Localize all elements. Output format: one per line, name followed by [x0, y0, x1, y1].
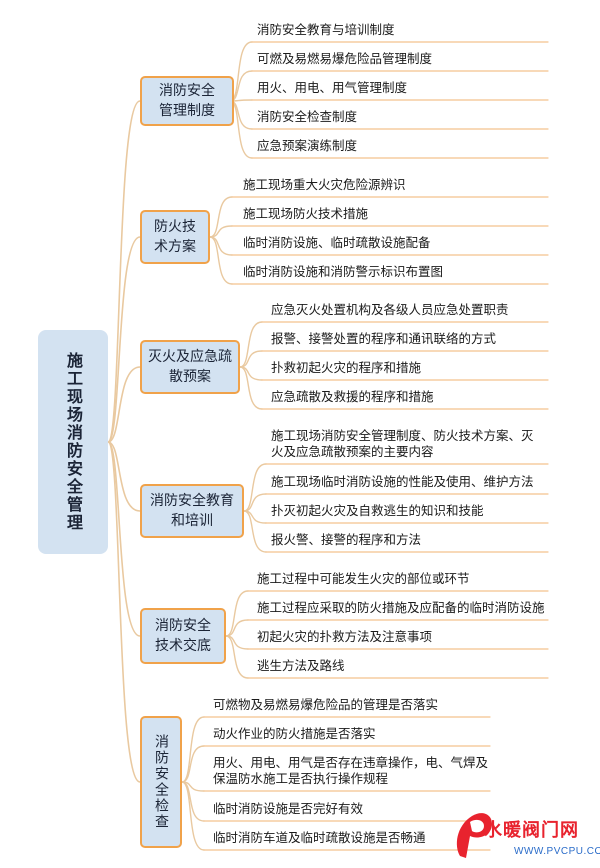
branch-connector: [209, 196, 233, 238]
leaf-item: 逃生方法及路线: [257, 658, 345, 673]
branch-connector: [225, 635, 249, 679]
leaf-item: 施工现场防火技术措施: [243, 206, 369, 221]
leaf-item: 施工过程应采取的防火措施及应配备的临时消防设施: [257, 600, 545, 615]
leaf-item: 可燃物及易燃易爆危险品的管理是否落实: [213, 697, 439, 712]
leaf-item: 动火作业的防火措施是否落实: [213, 726, 376, 741]
leaf-item: 初起火灾的扑救方法及注意事项: [257, 629, 433, 644]
leaf-item: 临时消防设施是否完好有效: [213, 801, 364, 816]
leaf-item: 报火警、接警的程序和方法: [271, 532, 422, 547]
leaf-item: 报警、接警处置的程序和通讯联络的方式: [271, 331, 497, 346]
root-connector: [107, 100, 141, 443]
leaf-item: 施工现场临时消防设施的性能及使用、维护方法: [271, 474, 534, 489]
root-connector: [107, 236, 141, 443]
leaf-item: 临时消防设施和消防警示标识布置图: [243, 264, 444, 279]
root-connector: [107, 366, 141, 443]
watermark: 水暖阀门网 WWW.PVCPU.COM: [452, 806, 600, 866]
leaf-item: 应急疏散及救援的程序和措施: [271, 389, 434, 404]
category-technical-briefing: 消防安全技术交底: [140, 608, 226, 664]
root-connector: [107, 441, 141, 512]
leaf-item: 施工现场重大火灾危险源辨识: [243, 177, 406, 192]
leaf-item: 扑救初起火灾的程序和措施: [271, 360, 422, 375]
branch-connector: [225, 590, 249, 637]
category-label: 防火技术方案: [154, 219, 196, 255]
category-label: 灭火及应急疏散预案: [148, 349, 232, 385]
leaf-item: 应急灭火处置机构及各级人员应急处置职责: [271, 302, 509, 317]
leaf-item: 施工过程中可能发生火灾的部位或环节: [257, 571, 470, 586]
branch-connector: [181, 745, 205, 783]
leaf-item: 应急预案演练制度: [257, 138, 358, 153]
root-label: 施工现场消防安全管理: [64, 352, 83, 532]
branch-connector: [243, 510, 267, 553]
leaf-item: 施工现场消防安全管理制度、防火技术方案、灭火及应急疏散预案的主要内容: [271, 428, 534, 459]
branch-connector: [181, 716, 205, 783]
category-label: 消防安全技术交底: [155, 618, 211, 654]
leaf-item: 用火、用电、用气是否存在违章操作，电、气焊及保温防水施工是否执行操作规程: [213, 755, 489, 786]
brand-logo-icon: [456, 813, 492, 858]
root-connector: [107, 441, 141, 637]
category-safety-inspection: 消防安全检查: [140, 716, 182, 848]
watermark-url: WWW.PVCPU.COM: [514, 846, 600, 857]
branch-connector: [243, 463, 267, 512]
leaf-item: 消防安全教育与培训制度: [257, 22, 395, 37]
category-label: 消防安全教育和培训: [150, 493, 234, 529]
leaf-item: 用火、用电、用气管理制度: [257, 80, 408, 95]
leaf-item: 扑灭初起火灾及自救逃生的知识和技能: [271, 503, 484, 518]
category-education-training: 消防安全教育和培训: [140, 484, 244, 538]
branch-connector: [209, 236, 233, 285]
branch-connector: [239, 366, 263, 410]
leaf-item: 临时消防设施、临时疏散设施配备: [243, 235, 431, 250]
leaf-item: 可燃及易燃易爆危险品管理制度: [257, 51, 433, 66]
branch-connector: [181, 781, 205, 851]
leaf-item: 临时消防车道及临时疏散设施是否畅通: [213, 830, 426, 845]
root-node: 施工现场消防安全管理: [38, 330, 108, 554]
branch-connector: [239, 321, 263, 368]
category-management-system: 消防安全管理制度: [140, 76, 234, 126]
leaf-item: 消防安全检查制度: [257, 109, 358, 124]
watermark-brand: 水暖阀门网: [484, 820, 579, 841]
root-connector: [107, 441, 141, 783]
category-fire-prevention-plan: 防火技术方案: [140, 210, 210, 264]
category-label: 消防安全管理制度: [159, 83, 215, 119]
category-label: 消防安全检查: [153, 734, 169, 830]
category-emergency-plan: 灭火及应急疏散预案: [140, 340, 240, 394]
